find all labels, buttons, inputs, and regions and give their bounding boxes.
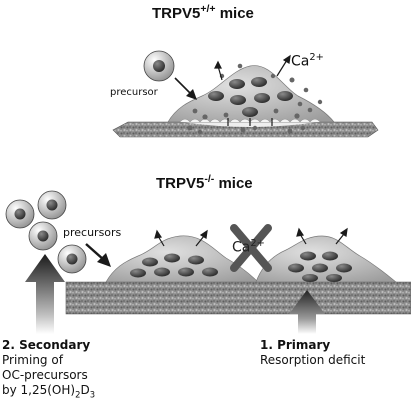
- nucleus: [229, 79, 245, 89]
- calcium-label-top: Ca2+: [291, 52, 324, 70]
- nucleus: [251, 77, 267, 87]
- nucleus: [230, 95, 246, 105]
- top-panel: [112, 50, 379, 138]
- secondary-line-2: OC-precursors: [2, 368, 88, 382]
- secondary-line-3: by 1,25(OH)2D3: [2, 383, 96, 400]
- nucleus: [254, 93, 270, 103]
- precursor-label: precursor: [110, 87, 158, 98]
- nuclei-right: [288, 251, 352, 282]
- bone-surface-top: [112, 121, 379, 138]
- primary-line-1: Resorption deficit: [260, 353, 366, 367]
- calcium-label-bottom: Ca2+: [232, 238, 265, 256]
- precursor-nucleus: [153, 60, 165, 72]
- bottom-flux-arrows: [154, 227, 348, 247]
- osteoclast-top: [167, 65, 335, 123]
- secondary-caption: 2. Secondary Priming of OC-precursors by…: [2, 338, 95, 402]
- bone-surface-bottom: [65, 281, 411, 315]
- calcium-dots: [187, 63, 323, 135]
- precursor-cluster: [5, 190, 87, 274]
- wildtype-title: TRPV5+/+ mice: [152, 3, 254, 22]
- nuclei-left: [130, 253, 218, 278]
- blocked-calcium-cross: [230, 224, 272, 272]
- secondary-arrow: [25, 254, 65, 334]
- calcium-flux-arrows: [214, 54, 291, 126]
- precursors-arrow: [85, 243, 111, 267]
- nucleus: [277, 91, 293, 101]
- primary-arrow: [289, 290, 325, 334]
- precursors-label: precursors: [63, 226, 122, 239]
- primary-heading: 1. Primary: [260, 338, 331, 352]
- knockout-title: TRPV5-/- mice: [156, 173, 253, 192]
- precursor-arrow: [174, 77, 197, 100]
- nucleus: [208, 91, 224, 101]
- secondary-heading: 2. Secondary: [2, 338, 91, 352]
- nucleus: [242, 107, 258, 117]
- secondary-line-1: Priming of: [2, 353, 63, 367]
- bottom-panel: [5, 190, 411, 334]
- primary-caption: 1. Primary Resorption deficit: [260, 338, 365, 368]
